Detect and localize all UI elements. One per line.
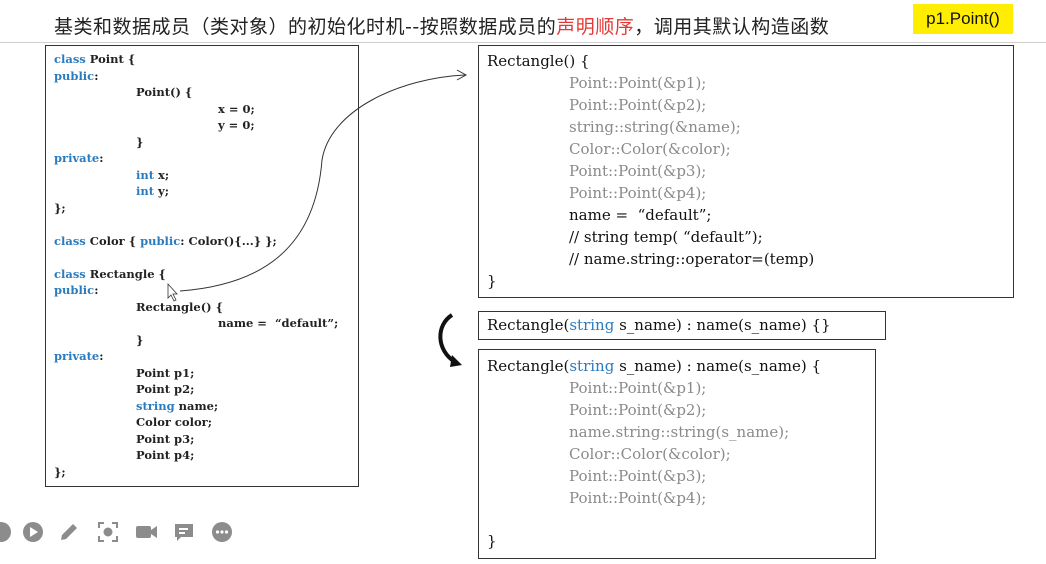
code-line: Point p4; [136, 448, 195, 462]
more-icon[interactable] [211, 521, 233, 543]
pen-icon[interactable] [58, 521, 80, 543]
comment-icon[interactable] [173, 521, 195, 543]
expansion-code-line: } [487, 272, 497, 290]
code-line: public: [54, 68, 99, 83]
code-line: y = 0; [218, 118, 255, 132]
code-line: Point p3; [136, 431, 195, 446]
slide-title: 基类和数据成员（类对象）的初始化时机--按照数据成员的声明顺序，调用其默认构造函… [54, 12, 829, 39]
code-line: Color color; [136, 415, 212, 429]
code-line: Rectangle() { [136, 299, 224, 314]
code-line: }; [54, 464, 66, 479]
class-definitions-code-box: class Point { public: Point() { x = 0; y = 0… [45, 45, 359, 487]
expansion-code-line: Point::Point(&p4); [569, 184, 707, 202]
title-suffix: ，调用其默认构造函数 [634, 16, 830, 38]
default-constructor-expansion-box: Rectangle() {Point::Point(&p1);Point::Po… [478, 45, 1014, 298]
camera-icon[interactable] [135, 521, 157, 543]
expansion-code-line: Point::Point(&p4); [569, 489, 707, 507]
expansion-code-line: Point::Point(&p1); [569, 74, 707, 92]
init-list-constructor-box: Rectangle(string s_name) : name(s_name) … [478, 311, 886, 340]
title-highlight: 声明顺序 [556, 16, 635, 38]
param-constructor-expansion-box: Rectangle(string s_name) : name(s_name) … [478, 349, 876, 559]
expansion-code-line: string::string(&name); [569, 118, 741, 136]
annotation-badge: p1.Point() [913, 4, 1013, 34]
expansion-code-line: Color::Color(&color); [569, 140, 731, 158]
code-line: }; [54, 200, 66, 215]
code-line: } [136, 134, 144, 149]
transition-arrow-icon [438, 313, 457, 364]
expansion-code-line: Point::Point(&p3); [569, 467, 707, 485]
code-line: class Rectangle { [54, 266, 166, 281]
code-line: name = “default”; [218, 316, 339, 330]
curve-arrow-head [456, 69, 468, 81]
expansion-code-line: Color::Color(&color); [569, 445, 731, 463]
code-line: } [136, 332, 144, 347]
init-list-code-line: Rectangle(string s_name) : name(s_name) … [487, 316, 831, 334]
expansion-code-line: name.string::string(s_name); [569, 423, 790, 441]
code-line: private: [54, 349, 104, 363]
code-line: int y; [136, 184, 169, 198]
code-line: Point() { [136, 85, 193, 99]
screenshot-icon[interactable] [97, 521, 119, 543]
expansion-code-line: Point::Point(&p3); [569, 162, 707, 180]
title-divider [0, 42, 1046, 43]
code-line: public: [54, 283, 99, 297]
code-line: private: [54, 151, 104, 165]
param-ctor-header: Rectangle(string s_name) : name(s_name) … [487, 357, 822, 375]
expansion-code-line: // name.string::operator=(temp) [569, 250, 815, 268]
code-line: class Color { public: Color(){...} }; [54, 233, 277, 248]
expansion-code-line: Point::Point(&p2); [569, 401, 707, 419]
expansion-code-line: // string temp( “default”); [569, 228, 763, 246]
play-icon[interactable] [22, 521, 44, 543]
expansion-code-line: Point::Point(&p2); [569, 96, 707, 114]
title-prefix: 基类和数据成员（类对象）的初始化时机--按照数据成员的 [54, 16, 557, 38]
expansion-code-line: Rectangle() { [487, 52, 590, 70]
record-icon[interactable] [0, 521, 12, 543]
code-line: Point p1; [136, 365, 195, 380]
code-line: Point p2; [136, 382, 195, 396]
code-line: int x; [136, 167, 170, 182]
expansion-code-line: name = “default”; [569, 206, 712, 224]
curve-arrow [179, 74, 466, 292]
mouse-cursor-icon [167, 282, 178, 302]
closing-brace: } [487, 532, 497, 550]
code-line: string name; [136, 398, 219, 413]
code-line: class Point { [54, 52, 136, 66]
expansion-code-line: Point::Point(&p1); [569, 379, 707, 397]
transition-arrow-head [450, 355, 462, 367]
code-line: x = 0; [218, 101, 255, 116]
